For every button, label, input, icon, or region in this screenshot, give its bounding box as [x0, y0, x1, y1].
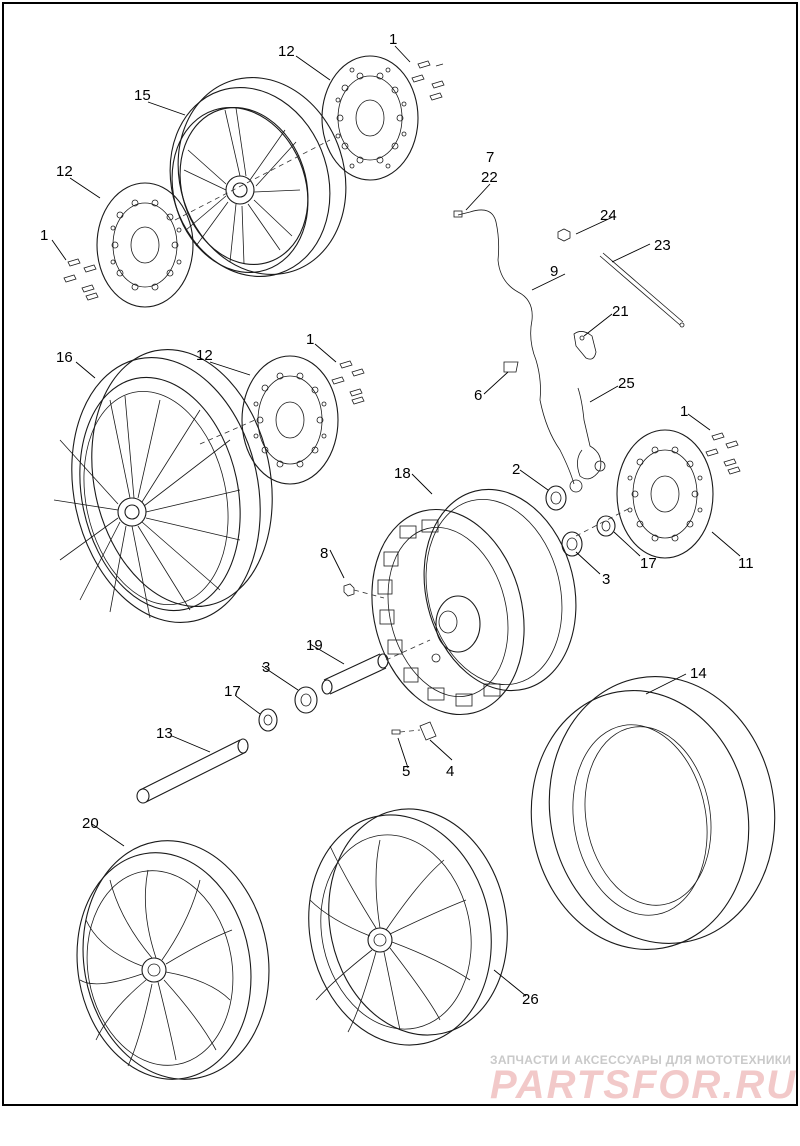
axle-spacer-19 [321, 653, 389, 695]
callout-6: 6 [474, 387, 482, 404]
callout-4: 4 [446, 763, 454, 780]
callout-3-left: 3 [262, 659, 270, 676]
cable-tie-23 [599, 252, 685, 328]
nut-24 [557, 228, 571, 242]
wheel-20 [76, 840, 270, 1080]
axis-line-right [575, 507, 631, 537]
bracket-21 [573, 331, 597, 360]
axis-line-top [174, 139, 331, 221]
watermark-subtitle: ЗАПЧАСТИ И АКСЕССУАРЫ ДЛЯ МОТОТЕХНИКИ [490, 1053, 791, 1067]
bolts-1-left [63, 258, 99, 301]
axle-13 [136, 738, 249, 804]
callout-17-right: 17 [640, 555, 657, 572]
bearing-2 [545, 485, 567, 511]
callout-labels: 1 12 15 12 1 16 12 1 7 22 24 23 9 21 6 2… [40, 31, 754, 1008]
valve-cap-4 [419, 721, 437, 741]
callout-25: 25 [618, 375, 635, 392]
sensor-25 [569, 387, 606, 493]
callout-12-top: 12 [278, 43, 295, 60]
axis-line-19 [385, 639, 431, 661]
callout-5: 5 [402, 763, 410, 780]
axis-line-mid [199, 419, 256, 445]
callout-12-mid: 12 [196, 347, 213, 364]
wheel-16 [53, 348, 273, 624]
callout-15: 15 [134, 87, 151, 104]
callout-1-top: 1 [389, 31, 397, 48]
callout-11: 11 [738, 555, 754, 572]
wheel-15 [169, 77, 347, 277]
callout-18: 18 [394, 465, 411, 482]
bolts-1-right [705, 432, 741, 475]
callout-21: 21 [612, 303, 629, 320]
brake-rotor-12-left [96, 182, 194, 308]
callout-17-left: 17 [224, 683, 241, 700]
valve-5 [391, 729, 401, 735]
callout-3-right: 3 [602, 571, 610, 588]
callout-19: 19 [306, 637, 323, 654]
spacer-17-left [258, 708, 278, 732]
callout-26: 26 [522, 991, 539, 1008]
callout-14: 14 [690, 665, 707, 682]
diagram-border [2, 2, 798, 1106]
wheel-26 [308, 808, 508, 1046]
callout-7: 7 [486, 149, 494, 166]
callout-23: 23 [654, 237, 671, 254]
callout-1-left: 1 [40, 227, 48, 244]
bearing-3-left [294, 686, 318, 714]
callout-22: 22 [481, 169, 498, 186]
brake-rotor-11 [616, 429, 714, 559]
part-8 [343, 583, 355, 597]
callout-24: 24 [600, 207, 617, 224]
sensor-cable-9 [453, 209, 575, 485]
axis-line-valve [399, 729, 421, 733]
tire-14 [530, 676, 776, 950]
brake-rotor-12-top [321, 55, 419, 181]
callout-1-mid: 1 [306, 331, 314, 348]
leader-lines [51, 45, 741, 997]
bolts-1-mid [331, 360, 365, 405]
callout-2: 2 [512, 461, 520, 478]
wheel-18 [371, 488, 577, 716]
callout-12-left: 12 [56, 163, 73, 180]
brake-rotor-12-mid [241, 355, 339, 485]
watermark-brand: PARTSFOR.RU [490, 1063, 797, 1107]
callout-9: 9 [550, 263, 558, 280]
callout-20: 20 [82, 815, 99, 832]
callout-16: 16 [56, 349, 73, 366]
callout-13: 13 [156, 725, 173, 742]
watermark: ЗАПЧАСТИ И АКСЕССУАРЫ ДЛЯ МОТОТЕХНИКИ PA… [490, 1053, 797, 1107]
clip-6 [503, 361, 519, 373]
spacer-17-right [596, 515, 616, 537]
callout-8: 8 [320, 545, 328, 562]
callout-1-right: 1 [680, 403, 688, 420]
bolts-1-top [411, 60, 445, 101]
